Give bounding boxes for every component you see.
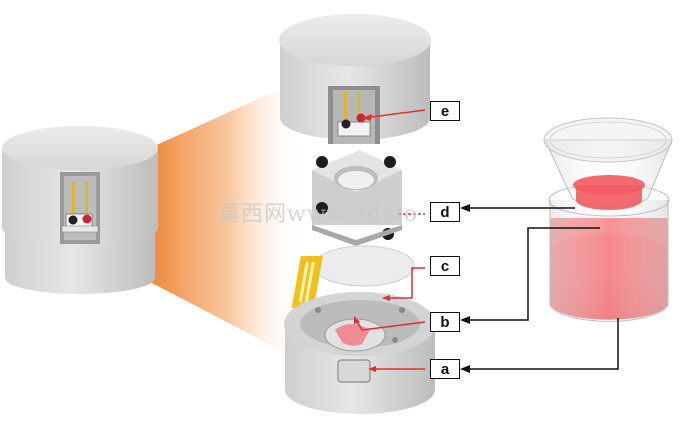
label-a: a [430, 359, 460, 379]
base-housing [284, 292, 436, 414]
diaphragm-disc [291, 245, 415, 308]
projection-glow [150, 80, 300, 360]
watermark: 莫西网www.3dmo [218, 202, 419, 227]
bolt-frame [312, 150, 402, 246]
label-d: d [430, 202, 460, 222]
callout-lines [354, 109, 619, 373]
label-c: c [430, 256, 460, 276]
liquid-container [543, 117, 673, 322]
top-cap [279, 14, 431, 144]
assembled-sensor [2, 126, 158, 294]
label-e: e [430, 101, 460, 121]
label-b: b [430, 312, 460, 332]
